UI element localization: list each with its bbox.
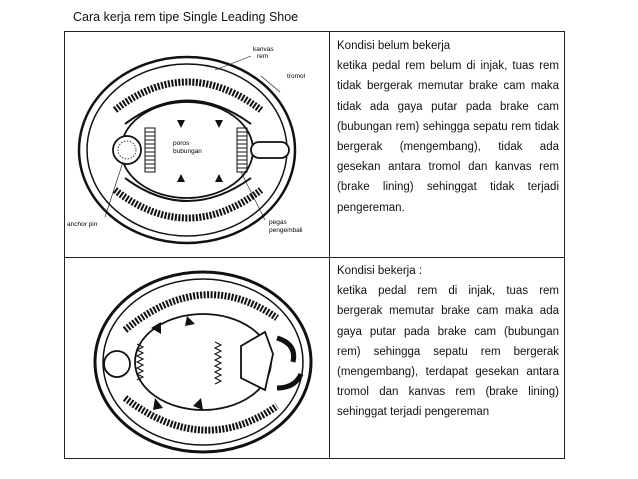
column-divider [329, 32, 330, 458]
row-1-heading: Kondisi belum bekerja [337, 40, 451, 52]
row-2-heading: Kondisi bekerja : [337, 265, 423, 277]
label-anchor-pin: anchor pin [67, 221, 98, 228]
label-pegas: pegas [269, 219, 287, 226]
brake-diagram-idle: kanvas rem tromol poros bubungan anchor … [65, 32, 329, 257]
label-bubungan: bubungan [173, 148, 202, 155]
row-1-body: ketika pedal rem belum di injak, tuas re… [337, 60, 559, 214]
label-poros: poros [173, 140, 190, 147]
label-tromol: tromol [287, 73, 306, 80]
label-pengembali: pengembali [269, 227, 303, 234]
row-2-body: ketika pedal rem di injak, tuas rem berg… [337, 285, 559, 419]
row-1-text: Kondisi belum bekerja ketika pedal rem b… [337, 36, 559, 218]
label-kanvas: kanvas [253, 46, 274, 53]
row-divider [65, 257, 564, 258]
explanation-table: kanvas rem tromol poros bubungan anchor … [64, 31, 565, 459]
page-title: Cara kerja rem tipe Single Leading Shoe [73, 10, 299, 24]
label-rem: rem [257, 53, 268, 60]
row-2-text: Kondisi bekerja : ketika pedal rem di in… [337, 261, 559, 423]
brake-diagram-active [65, 258, 329, 460]
